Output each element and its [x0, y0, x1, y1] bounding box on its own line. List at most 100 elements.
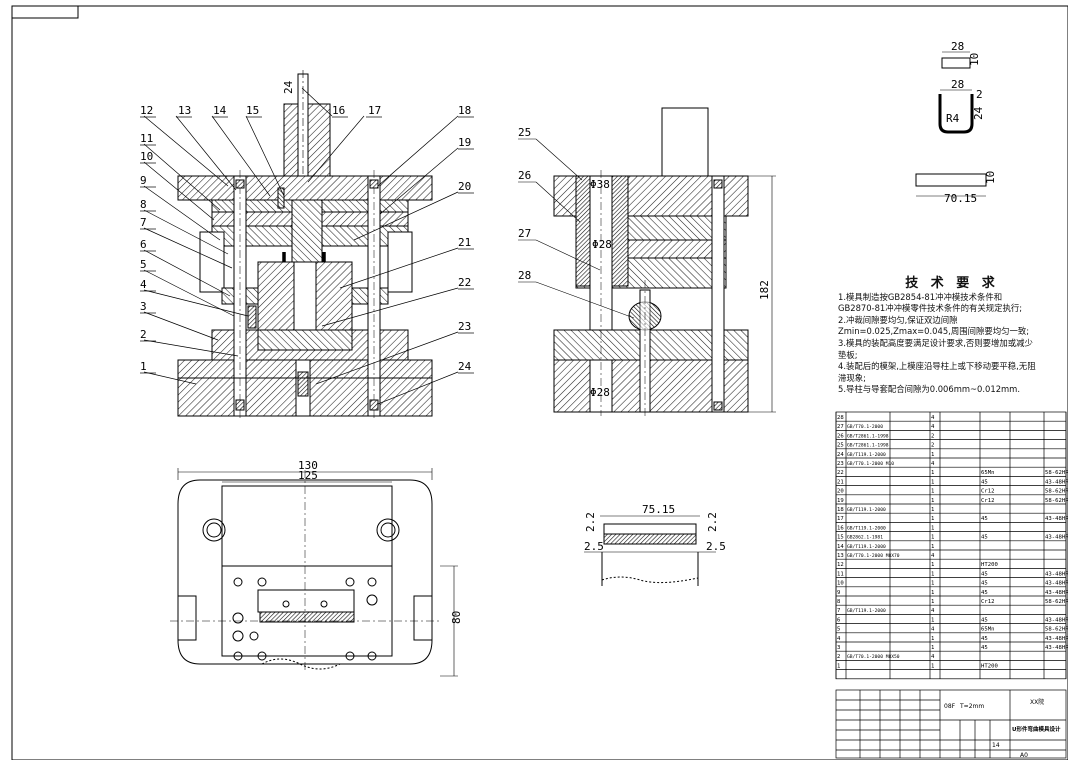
bom-cell-9-4: 43-48HRC: [1045, 590, 1068, 596]
part-no-26: 26: [518, 169, 531, 182]
bom-cell-18-1: GB/T119.1-2000: [847, 507, 886, 513]
dim-strip-width: 75.15: [642, 503, 675, 516]
bom-cell-23-0: 23: [837, 461, 844, 467]
tb-sheet-no: 14: [992, 742, 1000, 749]
bom-cell-25-0: 25: [837, 443, 844, 449]
part-no-4: 4: [140, 278, 147, 291]
bom-cell-10-0: 10: [837, 581, 844, 587]
part-no-24: 24: [458, 360, 472, 373]
bom-cell-17-3: 45: [981, 516, 988, 522]
tb-school: XX院: [1030, 698, 1044, 706]
tb-size: A0: [1020, 752, 1028, 759]
bom-cell-19-4: 58-62HRC: [1045, 498, 1068, 504]
strip-detail: [584, 515, 716, 586]
bom-cell-25-1: GB/T2861.1-1998: [847, 443, 889, 449]
bom-cell-2-2: 4: [931, 654, 935, 660]
bom-cell-15-0: 15: [837, 535, 844, 541]
bom-cell-17-2: 1: [931, 516, 934, 522]
dim-plan-130: 130: [298, 459, 318, 472]
bom-cell-22-4: 58-62HRC: [1045, 470, 1068, 476]
corner-box: [11, 5, 79, 19]
plan-dims: [177, 468, 458, 677]
dim-part-top-w: 28: [951, 40, 964, 53]
bom-cell-22-3: 65Mn: [981, 470, 994, 476]
bom-cell-27-2: 4: [931, 424, 935, 430]
bom-cell-9-0: 9: [837, 590, 840, 596]
bom-cell-11-2: 1: [931, 571, 934, 577]
notes-title: 技 术 要 求: [905, 276, 999, 291]
part-no-17: 17: [368, 104, 381, 117]
part-no-18: 18: [458, 104, 471, 117]
bom-cell-24-1: GB/T119.1-2000: [847, 452, 886, 458]
bom-cell-3-4: 43-48HRC: [1045, 645, 1068, 651]
part-labels-left: 12 13 14 15 16 17 18 19 20 21 22 23 24 1…: [140, 104, 472, 373]
dim-part-mid-t: 2: [976, 88, 983, 101]
bom-cell-1-0: 1: [837, 663, 840, 669]
dim-sec-dia3: Φ28: [590, 386, 610, 399]
part-details: [915, 51, 987, 197]
bom-cell-11-4: 43-48HRC: [1045, 571, 1068, 577]
bom-cell-16-1: GB/T119.1-2000: [847, 525, 886, 531]
notes-line-3: 2.冲裁间隙要均匀,保证双边间隙: [838, 314, 958, 325]
bom-cell-27-1: GB/T70.1-2000: [847, 424, 883, 430]
bom-cell-28-0: 28: [837, 415, 844, 421]
bom-cell-10-2: 1: [931, 581, 934, 587]
notes-line-6: 垫板;: [838, 349, 858, 360]
part-no-19: 19: [458, 136, 471, 149]
bom-cell-26-1: GB/T2861.1-1998: [847, 433, 889, 439]
bom-cell-21-2: 1: [931, 479, 934, 485]
bom-cell-10-4: 43-48HRC: [1045, 581, 1068, 587]
bom-cell-2-1: GB/T70.1-2000 M8X50: [847, 654, 900, 660]
part-no-22: 22: [458, 276, 471, 289]
dim-blank-w: 70.15: [944, 192, 977, 205]
dim-part-mid-h: 24: [972, 106, 985, 120]
part-no-13: 13: [178, 104, 191, 117]
part-no-14: 14: [213, 104, 227, 117]
bom-cell-3-0: 3: [837, 645, 840, 651]
bom-cell-8-0: 8: [837, 599, 841, 605]
bom-cell-4-3: 45: [981, 636, 988, 642]
bom-cell-13-2: 4: [931, 553, 935, 559]
bom-cell-17-0: 17: [837, 516, 844, 522]
bom-cell-18-0: 18: [837, 507, 844, 513]
bom-cell-6-4: 43-48HRC: [1045, 617, 1068, 623]
bom-cell-21-4: 43-48HRC: [1045, 479, 1068, 485]
bom-cell-9-2: 1: [931, 590, 934, 596]
dim-sec-dia1: Φ38: [590, 178, 610, 191]
bom-cell-5-2: 4: [931, 627, 935, 633]
notes-line-7: 4.装配后的模架,上模座沿导柱上或下移动要平稳,无阻: [838, 361, 1036, 372]
dim-blank-h: 10: [984, 171, 997, 184]
bom-cell-14-2: 1: [931, 544, 934, 550]
front-dims: [297, 80, 309, 104]
tb-thickness: T=2mm: [959, 703, 984, 710]
part-no-15: 15: [246, 104, 259, 117]
bom-cell-23-2: 4: [931, 461, 935, 467]
part-no-1: 1: [140, 360, 147, 373]
bom-cell-21-0: 21: [837, 479, 844, 485]
bom-cell-1-3: HT200: [981, 663, 998, 669]
bom-cell-17-4: 43-48HRC: [1045, 516, 1068, 522]
bom-cell-3-2: 1: [931, 645, 934, 651]
bom-cell-28-2: 4: [931, 415, 935, 421]
bom-cell-19-0: 19: [837, 498, 844, 504]
bom-cell-24-2: 1: [931, 452, 934, 458]
bom-cell-16-0: 16: [837, 525, 844, 531]
dim-side-height: 182: [758, 280, 771, 300]
bom-cell-6-3: 45: [981, 617, 988, 623]
bom-cell-20-0: 20: [837, 489, 844, 495]
technical-notes: 技 术 要 求 1.模具制造按GB2854-81冲冲模技术条件和 GB2870-…: [838, 276, 1066, 396]
bom-cell-6-2: 1: [931, 617, 934, 623]
dim-plan-125: 125: [298, 469, 318, 482]
tb-material: 08F: [944, 703, 956, 710]
part-no-7: 7: [140, 216, 147, 229]
dim-strip-w-left: 2.5: [584, 540, 604, 553]
bom-cell-7-0: 7: [837, 608, 840, 614]
bom-cell-21-3: 45: [981, 479, 988, 485]
dim-part-top-h: 10: [968, 53, 981, 66]
bom-cell-16-2: 1: [931, 525, 934, 531]
bom-cell-4-2: 1: [931, 636, 934, 642]
notes-line-8: 滞现象;: [838, 372, 866, 383]
bom-cell-7-2: 4: [931, 608, 935, 614]
bom-cell-18-2: 1: [931, 507, 934, 513]
